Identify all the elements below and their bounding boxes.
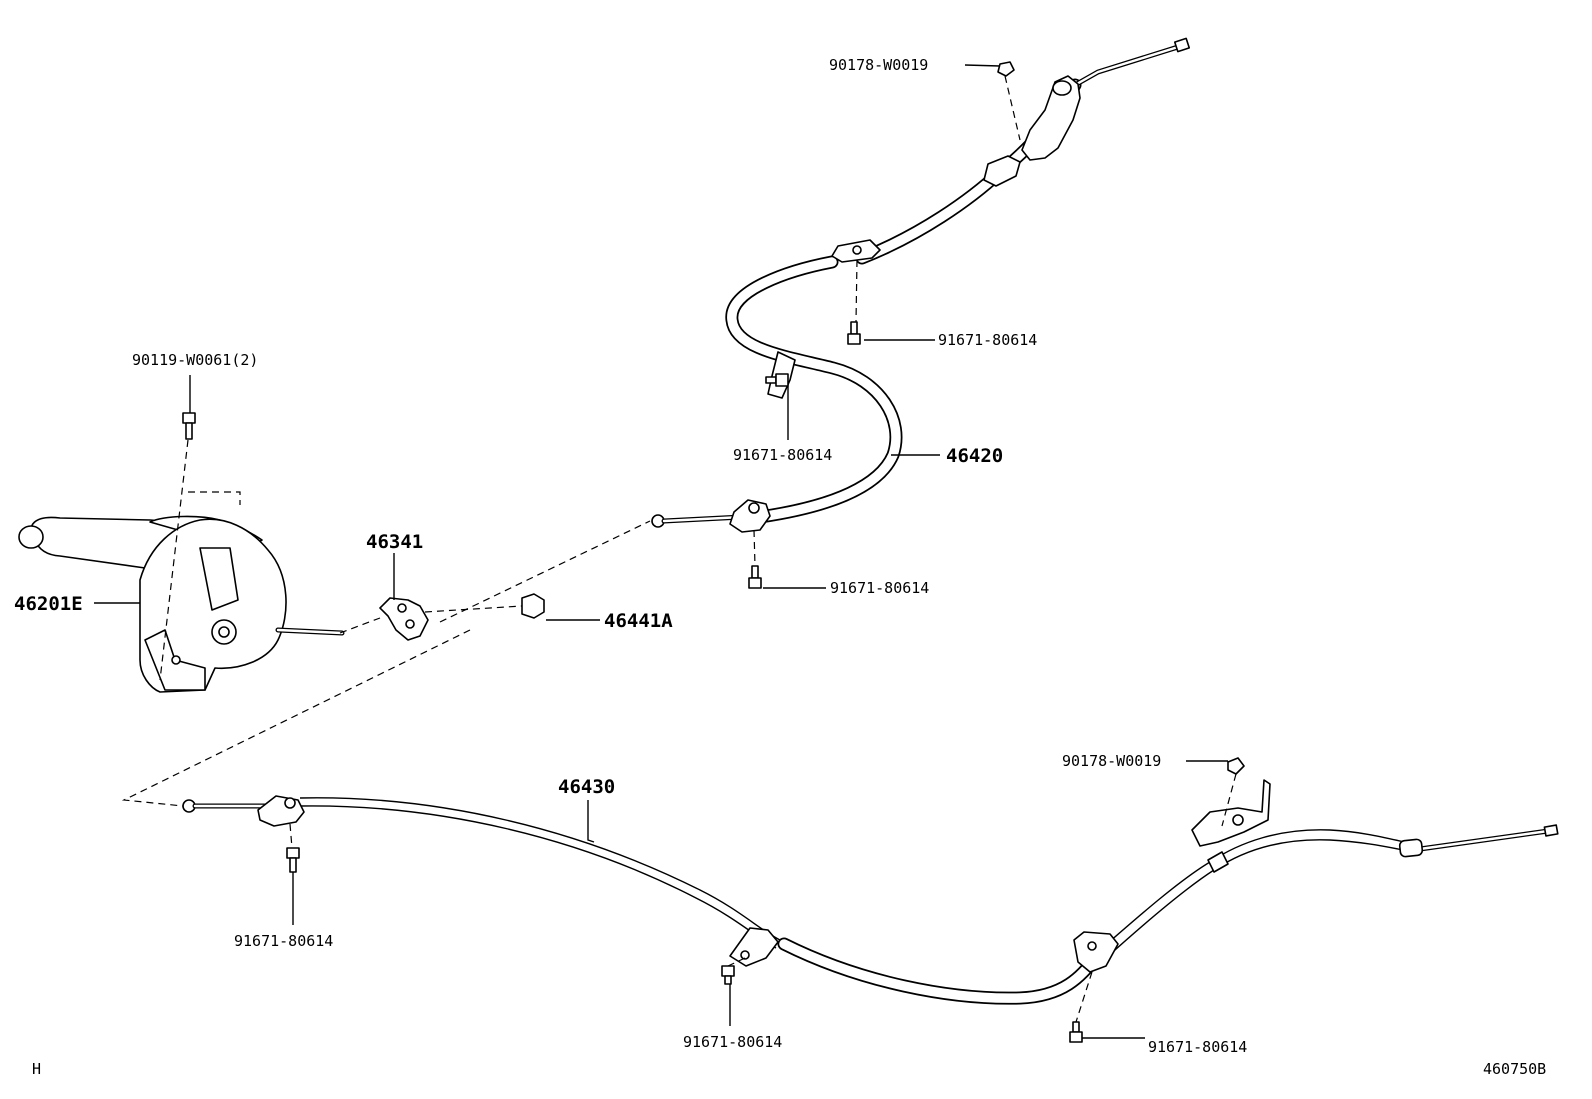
clip-90178-bottom [1227,757,1245,775]
callout-46430: 46430 [558,776,616,798]
callout-46341: 46341 [366,531,424,553]
bolt-91671-mid [748,565,762,589]
cable-46420-clamp-lower [729,499,771,533]
cable-46420 [651,37,1191,533]
bolt-91671-upper-right [847,321,861,345]
bolt-91671-lower-mid [721,965,735,985]
leader-lines [94,64,1228,1039]
cable-46430-clamp-mid [729,927,779,967]
bolts [182,61,1245,1043]
cable-46430-clamp-right [1073,931,1119,973]
callout-90178-W0019-bottom: 90178-W0019 [1062,752,1162,770]
nut-46441A [521,593,545,619]
bolt-90119 [182,412,196,440]
callout-91671-80614-lower-mid: 91671-80614 [683,1033,783,1051]
assembly-lines [121,75,1237,1023]
drawing-number: 460750B [1483,1060,1547,1078]
callout-90119-W0061: 90119-W0061(2) [132,351,259,369]
callout-46441A: 46441A [604,610,673,632]
callout-46420: 46420 [946,445,1004,467]
callout-90178-W0019-top: 90178-W0019 [829,56,929,74]
bolt-91671-lower-right [1069,1021,1083,1043]
equalizer-46341 [379,597,429,641]
callout-91671-80614-upper-right: 91671-80614 [938,331,1038,349]
cable-46430-end-bracket [1191,779,1271,847]
callout-91671-80614-lower-left: 91671-80614 [234,932,334,950]
clip-90178-top [997,61,1015,77]
callout-46201E: 46201E [14,593,83,615]
callout-91671-80614-upper-mid: 91671-80614 [733,446,833,464]
corner-marker: H [32,1060,42,1078]
cable-46430-clamp-left [257,795,305,827]
bolt-91671-upper-mid [765,373,789,387]
cable-46430 [182,779,1559,1005]
callout-91671-80614-lower-right: 91671-80614 [1148,1038,1248,1056]
bolt-91671-lower-left [286,847,300,873]
callout-91671-80614-mid: 91671-80614 [830,579,930,597]
cable-46420-end-bracket [1021,75,1081,161]
